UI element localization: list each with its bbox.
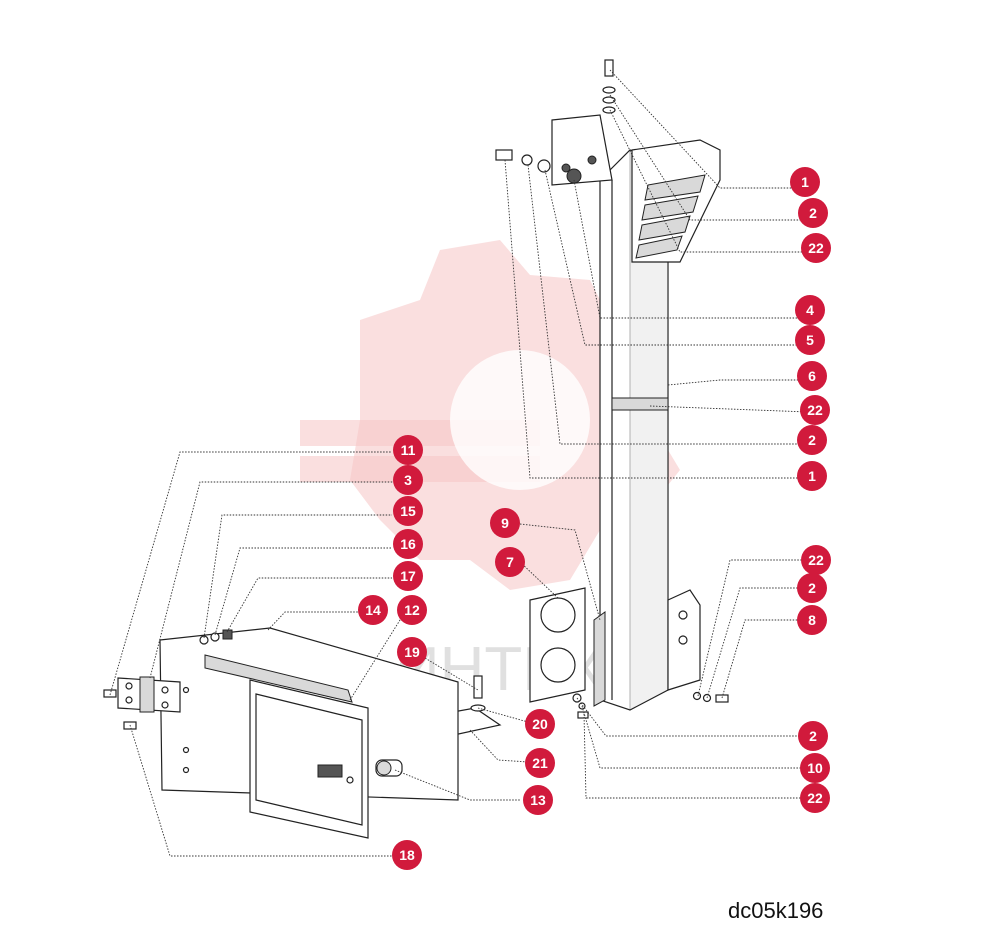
callout-13: 13: [523, 785, 553, 815]
callout-2-top: 2: [798, 198, 828, 228]
callout-19: 19: [397, 637, 427, 667]
svg-text:19: 19: [404, 644, 420, 660]
svg-text:22: 22: [808, 552, 824, 568]
callout-8: 8: [797, 605, 827, 635]
callout-1-mid: 1: [797, 461, 827, 491]
callout-16: 16: [393, 529, 423, 559]
control-box-washers: [199, 629, 233, 645]
vertical-post: [599, 149, 669, 711]
svg-text:22: 22: [807, 790, 823, 806]
svg-text:22: 22: [808, 240, 824, 256]
svg-text:5: 5: [806, 332, 814, 348]
leader-lines: [109, 69, 815, 857]
svg-text:14: 14: [365, 602, 381, 618]
svg-text:7: 7: [506, 554, 514, 570]
side-hardware: [495, 149, 582, 184]
callout-18: 18: [392, 840, 422, 870]
svg-text:20: 20: [532, 716, 548, 732]
svg-text:17: 17: [400, 568, 416, 584]
callout-15: 15: [393, 496, 423, 526]
callout-14: 14: [358, 595, 388, 625]
svg-text:8: 8: [808, 612, 816, 628]
svg-text:2: 2: [808, 432, 816, 448]
callout-2-right: 2: [797, 573, 827, 603]
post-bottom-screws: [572, 693, 589, 719]
top-bracket: [551, 114, 613, 186]
callout-9: 9: [490, 508, 520, 538]
svg-text:3: 3: [404, 472, 412, 488]
svg-text:2: 2: [809, 205, 817, 221]
control-box: [159, 627, 459, 839]
callout-5: 5: [795, 325, 825, 355]
callout-22-right: 22: [801, 545, 831, 575]
svg-text:13: 13: [530, 792, 546, 808]
svg-text:1: 1: [801, 174, 809, 190]
svg-text:12: 12: [404, 602, 420, 618]
svg-text:6: 6: [808, 368, 816, 384]
svg-text:16: 16: [400, 536, 416, 552]
svg-text:1: 1: [808, 468, 816, 484]
callout-6: 6: [797, 361, 827, 391]
svg-text:2: 2: [808, 580, 816, 596]
junction-box: [667, 589, 701, 691]
callout-11: 11: [393, 435, 423, 465]
callout-1-top: 1: [790, 167, 820, 197]
svg-text:21: 21: [532, 755, 548, 771]
svg-text:18: 18: [399, 847, 415, 863]
callout-3: 3: [393, 465, 423, 495]
callout-22-bottom: 22: [800, 783, 830, 813]
connector-plate: [529, 587, 586, 703]
callout-17: 17: [393, 561, 423, 591]
svg-text:2: 2: [809, 728, 817, 744]
vent-housing: [631, 139, 721, 263]
gasket: [593, 611, 606, 707]
svg-text:10: 10: [807, 760, 823, 776]
bottom-right-hardware: [692, 691, 729, 703]
callout-20: 20: [525, 709, 555, 739]
svg-text:9: 9: [501, 515, 509, 531]
top-hardware: [602, 59, 616, 114]
callout-2-bottom: 2: [798, 721, 828, 751]
callout-12: 12: [397, 595, 427, 625]
callout-4: 4: [795, 295, 825, 325]
cable-gland: [375, 759, 403, 777]
drawing-id-label: dc05k196: [728, 898, 824, 923]
callout-21: 21: [525, 748, 555, 778]
callout-22-mid: 22: [800, 395, 830, 425]
svg-text:22: 22: [807, 402, 823, 418]
callout-7: 7: [495, 547, 525, 577]
callout-22-top: 22: [801, 233, 831, 263]
callout-2-mid: 2: [797, 425, 827, 455]
svg-text:11: 11: [401, 442, 416, 458]
svg-text:4: 4: [806, 302, 814, 318]
callout-10: 10: [800, 753, 830, 783]
svg-text:15: 15: [400, 503, 416, 519]
